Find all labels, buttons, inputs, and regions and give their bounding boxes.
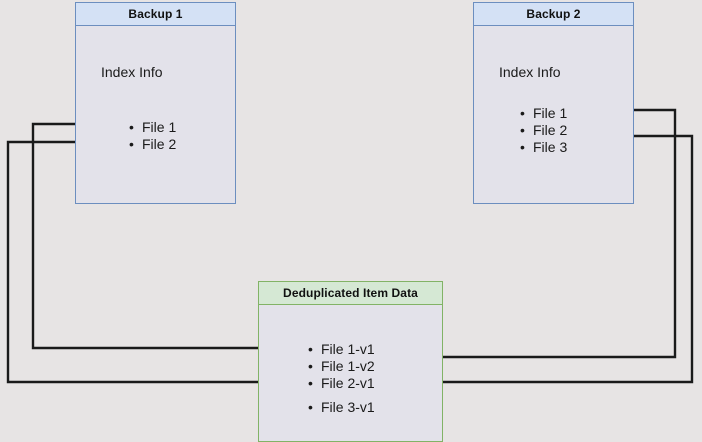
dedup-title: Deduplicated Item Data xyxy=(283,286,418,300)
list-item: File 2-v1 xyxy=(308,375,375,392)
backup1-header: Backup 1 xyxy=(76,3,235,26)
dedup-item-list: File 1-v1 File 1-v2 File 2-v1 File 3-v1 xyxy=(308,341,375,416)
backup1-box: Backup 1 Index Info File 1 File 2 xyxy=(75,2,236,204)
list-item: File 3 xyxy=(520,139,567,156)
backup2-file-list: File 1 File 2 File 3 xyxy=(520,105,567,156)
backup2-title: Backup 2 xyxy=(526,7,581,21)
list-item: File 3-v1 xyxy=(308,399,375,416)
backup2-box: Backup 2 Index Info File 1 File 2 File 3 xyxy=(473,2,634,204)
list-item: File 2 xyxy=(520,122,567,139)
dedup-header: Deduplicated Item Data xyxy=(259,282,442,305)
backup2-header: Backup 2 xyxy=(474,3,633,26)
list-item: File 1-v2 xyxy=(308,358,375,375)
list-item: File 1-v1 xyxy=(308,341,375,358)
backup1-title: Backup 1 xyxy=(128,7,183,21)
list-item: File 2 xyxy=(129,136,176,153)
dedup-box: Deduplicated Item Data File 1-v1 File 1-… xyxy=(258,281,443,442)
list-item: File 1 xyxy=(129,119,176,136)
backup1-file-list: File 1 File 2 xyxy=(129,119,176,153)
backup1-index-label: Index Info xyxy=(101,64,163,80)
backup2-index-label: Index Info xyxy=(499,64,561,80)
list-item: File 1 xyxy=(520,105,567,122)
